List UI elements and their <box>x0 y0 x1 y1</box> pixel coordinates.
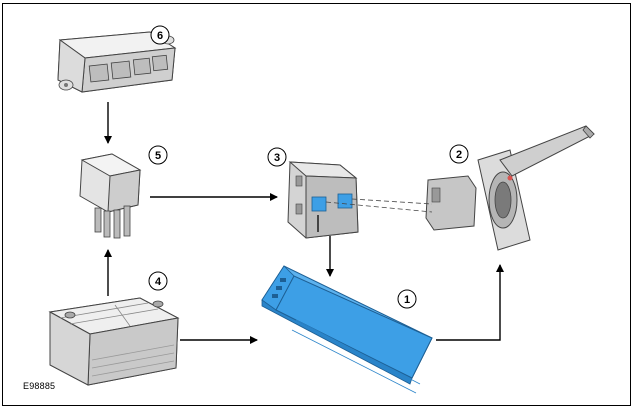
power-socket-icon <box>425 125 595 251</box>
svg-text:3: 3 <box>274 152 280 164</box>
callout-3: 3 <box>267 147 287 167</box>
svg-text:6: 6 <box>157 30 163 42</box>
relay-icon <box>79 153 142 239</box>
callout-5: 5 <box>148 145 168 165</box>
connector-bracket-icon <box>287 161 359 239</box>
diagram-frame <box>2 3 631 406</box>
control-module-icon <box>57 31 177 93</box>
blue-module-icon <box>261 265 433 394</box>
connector-dashed-lines <box>325 198 433 213</box>
callout-1: 1 <box>397 289 417 309</box>
battery-icon <box>48 297 180 386</box>
callout-6: 6 <box>150 25 170 45</box>
figure-reference-label: E98885 <box>23 381 56 391</box>
arrow-1-to-2 <box>436 264 504 341</box>
svg-text:1: 1 <box>404 294 410 306</box>
callout-2: 2 <box>449 144 469 164</box>
callout-4: 4 <box>148 271 168 291</box>
svg-text:5: 5 <box>155 150 161 162</box>
svg-text:2: 2 <box>456 149 462 161</box>
flow-arrows <box>104 102 504 344</box>
svg-text:4: 4 <box>155 276 162 288</box>
